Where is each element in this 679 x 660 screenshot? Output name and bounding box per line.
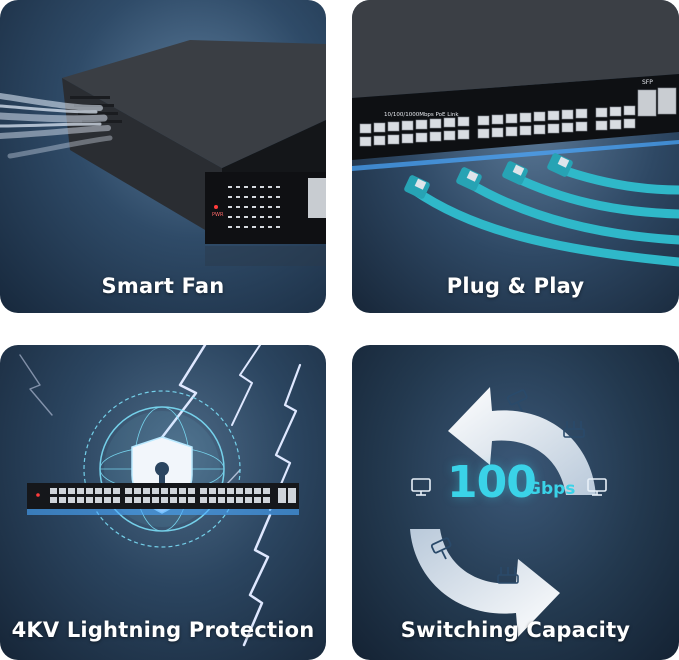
switch-side-view-image: PWR xyxy=(0,40,326,266)
poe-link-label: 10/100/1000Mbps PoE Link xyxy=(384,112,459,118)
lightning-scene-image xyxy=(19,345,302,647)
fan-airflow-icon xyxy=(0,93,113,159)
sfp-label: SFP xyxy=(642,79,653,86)
capacity-unit: Gbps xyxy=(527,479,576,499)
monitor-icon xyxy=(587,478,607,496)
cycle-arrows-icon xyxy=(410,387,607,637)
lightning-protection-tile: 4KV Lightning Protection xyxy=(0,345,326,660)
capacity-value: 100 xyxy=(447,457,537,508)
monitor-icon xyxy=(411,478,431,496)
plug-and-play-tile: 10/100/1000Mbps PoE Link SFP xyxy=(352,0,679,313)
smart-fan-tile: PWR Smart Fan xyxy=(0,0,326,313)
feature-label-lightning-protection: 4KV Lightning Protection xyxy=(11,618,315,642)
camera-icon xyxy=(430,537,452,560)
router-icon xyxy=(563,421,585,438)
feature-label-smart-fan: Smart Fan xyxy=(101,274,225,298)
switch-ports-image: 10/100/1000Mbps PoE Link SFP xyxy=(352,0,679,267)
camera-icon xyxy=(506,389,528,412)
switching-capacity-tile: Switching Capacity xyxy=(352,345,679,660)
feature-label-switching-capacity: Switching Capacity xyxy=(400,618,631,642)
pwr-label: PWR xyxy=(212,212,224,218)
feature-label-plug-and-play: Plug & Play xyxy=(446,274,585,298)
router-icon xyxy=(497,567,519,584)
ethernet-cable-icon xyxy=(404,153,679,267)
